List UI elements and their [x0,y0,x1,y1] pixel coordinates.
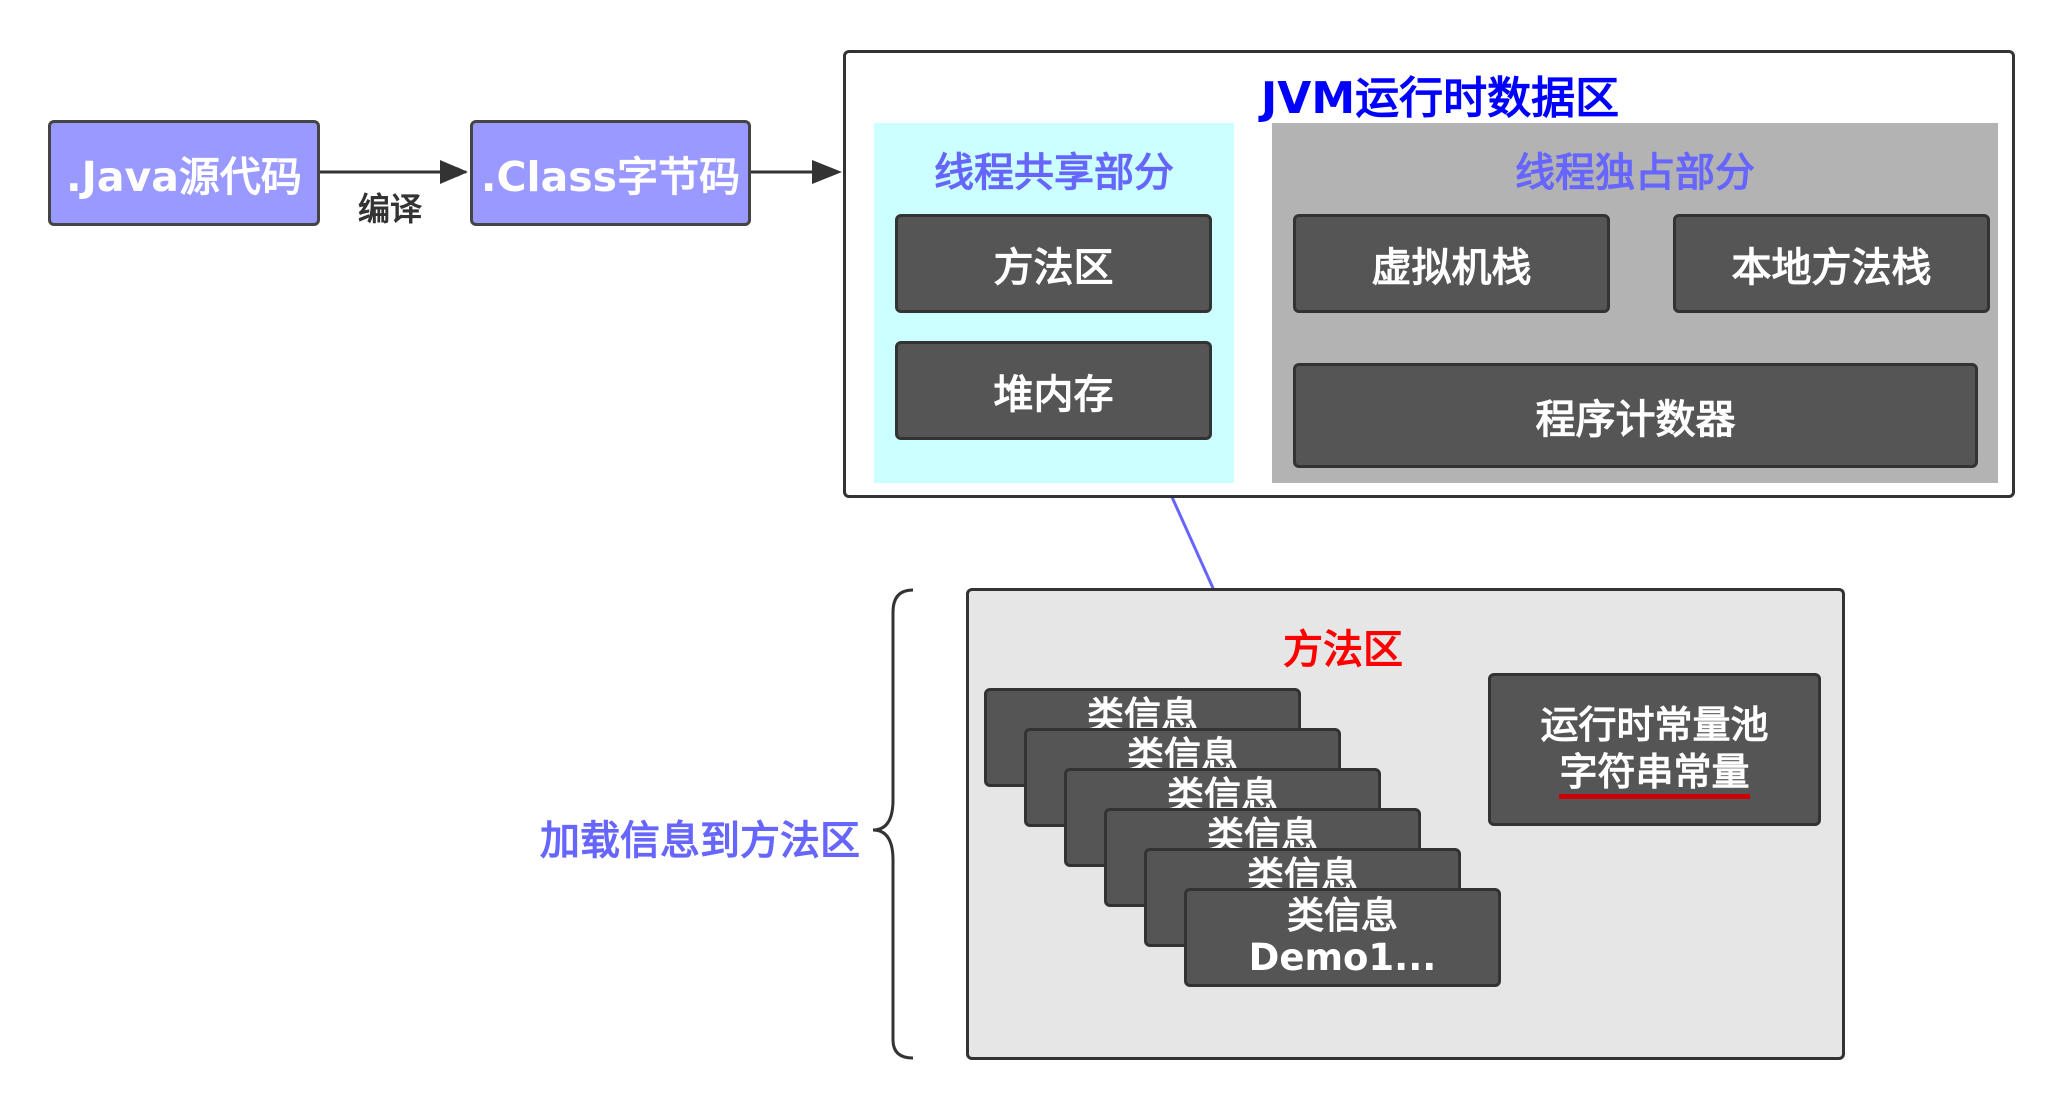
compile-label: 编译 [358,190,423,228]
class-bytecode-box: .Class字节码 [470,120,751,226]
string-constant-label: 字符串常量 [1559,750,1750,799]
class-info-card-sub: Demo1... [1248,936,1437,979]
method-area-box: 方法区 [895,214,1212,313]
class-info-card-front: 类信息 Demo1... [1184,888,1501,987]
class-bytecode-label: .Class字节码 [480,153,741,201]
java-source-label: .Java源代码 [66,153,302,201]
thread-private-title: 线程独占部分 [1515,150,1755,196]
load-arrow-head [812,160,842,184]
runtime-constant-pool-label: 运行时常量池 [1540,703,1769,747]
class-info-card-title: 类信息 [1287,894,1398,937]
heap-label: 堆内存 [993,371,1114,418]
thread-shared-title: 线程共享部分 [934,150,1174,196]
native-stack-label: 本地方法栈 [1731,244,1932,291]
vm-stack-box: 虚拟机栈 [1293,214,1610,313]
vm-stack-label: 虚拟机栈 [1371,244,1532,291]
pc-register-label: 程序计数器 [1535,396,1736,443]
method-area-detail-title: 方法区 [1283,627,1403,673]
left-brace [872,588,914,1060]
runtime-constant-pool-box: 运行时常量池 字符串常量 [1488,673,1821,826]
jvm-title: JVM运行时数据区 [1260,73,1620,124]
java-source-box: .Java源代码 [48,120,320,226]
compile-arrow-head [440,160,468,184]
native-stack-box: 本地方法栈 [1673,214,1990,313]
pc-register-box: 程序计数器 [1293,363,1978,468]
method-area-label: 方法区 [993,244,1114,291]
heap-box: 堆内存 [895,341,1212,440]
load-info-label: 加载信息到方法区 [540,818,860,864]
